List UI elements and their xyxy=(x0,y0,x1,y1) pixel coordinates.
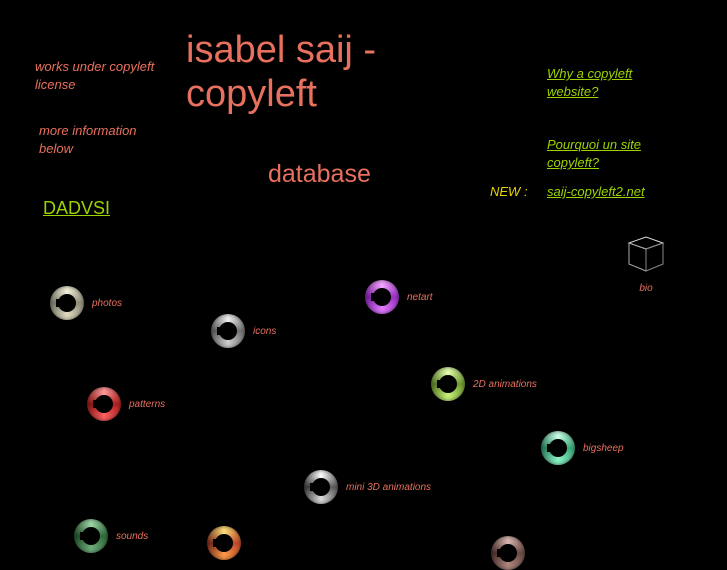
bio-link[interactable]: bio xyxy=(626,234,666,294)
cube-icon xyxy=(627,236,665,272)
ring-icon xyxy=(431,367,465,401)
mini-3d-animations-item[interactable]: mini 3D animations xyxy=(304,470,431,504)
license-line-1: works under copyleft xyxy=(35,59,155,74)
2d-animations-label: 2D animations xyxy=(473,378,537,390)
2d-animations-item[interactable]: 2D animations xyxy=(431,367,537,401)
pourquoi-line-1: Pourquoi un site xyxy=(547,137,641,152)
mini-3d-label: mini 3D animations xyxy=(346,481,432,493)
ring-icon xyxy=(365,280,399,314)
netart-label: netart xyxy=(407,291,433,303)
ring-icon xyxy=(50,286,84,320)
ring-icon xyxy=(304,470,338,504)
ring-icon xyxy=(87,387,121,421)
patterns-label: patterns xyxy=(129,398,166,410)
sounds-item[interactable]: sounds xyxy=(74,519,148,553)
more-info-line-1: more information xyxy=(39,123,137,138)
more-info-note: more information below xyxy=(39,122,137,158)
partial-item-2[interactable] xyxy=(491,536,525,570)
dadvsi-link[interactable]: DADVSI xyxy=(43,198,111,218)
title-line-2: copyleft xyxy=(186,73,317,115)
new-label: NEW : xyxy=(490,184,528,199)
sounds-label: sounds xyxy=(116,530,149,542)
photos-item[interactable]: photos xyxy=(50,286,122,320)
page-title: isabel saij - copyleft xyxy=(186,28,376,116)
ring-icon xyxy=(491,536,525,570)
database-subtitle: database xyxy=(268,160,371,188)
ring-icon xyxy=(541,431,575,465)
patterns-item[interactable]: patterns xyxy=(87,387,165,421)
why-copyleft-line-2: website? xyxy=(547,84,599,99)
ring-icon xyxy=(207,526,241,560)
license-note: works under copyleft license xyxy=(35,58,154,94)
bigsheep-label: bigsheep xyxy=(583,442,624,454)
more-info-line-2: below xyxy=(39,141,73,156)
ring-icon xyxy=(211,314,245,348)
license-line-2: license xyxy=(35,77,76,92)
ring-icon xyxy=(74,519,108,553)
pourquoi-copyleft-link[interactable]: Pourquoi un site copyleft? xyxy=(547,136,641,172)
icons-label: icons xyxy=(253,325,277,337)
photos-label: photos xyxy=(92,297,123,309)
bigsheep-item[interactable]: bigsheep xyxy=(541,431,624,465)
new-site-link[interactable]: saij-copyleft2.net xyxy=(547,184,645,199)
pourquoi-line-2: copyleft? xyxy=(547,155,600,170)
title-line-1: isabel saij - xyxy=(186,29,377,71)
why-copyleft-line-1: Why a copyleft xyxy=(547,66,633,81)
bio-label: bio xyxy=(639,283,653,294)
partial-item-1[interactable] xyxy=(207,526,241,560)
netart-item[interactable]: netart xyxy=(365,280,433,314)
why-copyleft-link[interactable]: Why a copyleft website? xyxy=(547,65,632,101)
icons-item[interactable]: icons xyxy=(211,314,276,348)
